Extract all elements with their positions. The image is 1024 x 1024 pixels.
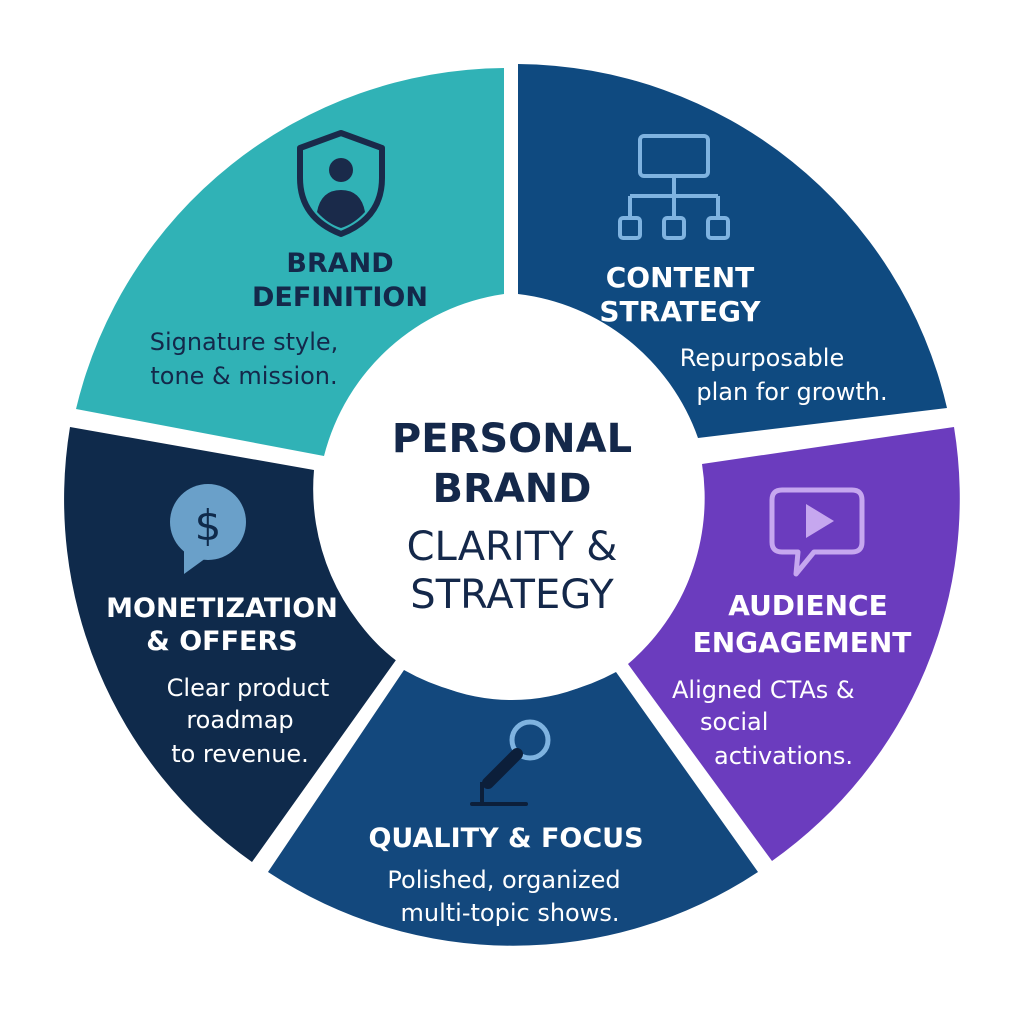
hierarchy-icon [618, 134, 730, 240]
quality-focus-title: QUALITY & FOCUS [368, 823, 643, 854]
audience-engagement-title-line2: ENGAGEMENT [693, 626, 912, 659]
center-circle [322, 320, 702, 700]
content-strategy-title-line2: STRATEGY [599, 295, 761, 328]
audience-engagement-desc-line3: activations. [714, 742, 853, 770]
segment-audience-engagement [628, 427, 960, 861]
microphone-icon [470, 719, 551, 806]
center-subtitle-line2: STRATEGY [410, 572, 614, 618]
monetization-title-line2: & OFFERS [146, 626, 297, 657]
content-strategy-desc-line1: Repurposable [680, 344, 844, 372]
monetization-desc-line2: roadmap [186, 706, 293, 734]
center-title-line1: PERSONAL [392, 416, 632, 462]
brand-definition-title-line1: BRAND [286, 248, 393, 279]
audience-engagement-title-line1: AUDIENCE [728, 589, 887, 622]
dollar-symbol: $ [195, 501, 222, 550]
monetization-desc-line3: to revenue. [171, 740, 309, 768]
segment-quality-focus [268, 670, 758, 946]
center-subtitle-line1: CLARITY & [407, 524, 618, 570]
quality-focus-desc-line2: multi-topic shows. [401, 899, 620, 927]
audience-engagement-desc-line1: Aligned CTAs & [672, 676, 855, 704]
video-chat-icon [769, 487, 865, 577]
center-title-line2: BRAND [433, 466, 592, 512]
content-strategy-title-line1: CONTENT [606, 261, 755, 294]
dollar-chat-icon: $ [170, 484, 246, 574]
monetization-desc-line1: Clear product [167, 674, 330, 702]
monetization-title-line1: MONETIZATION [106, 593, 338, 624]
segment-content-strategy [518, 64, 947, 438]
brand-definition-desc-line1: Signature style, [150, 328, 339, 356]
segment-brand-definition [76, 68, 504, 456]
brand-definition-desc-line2: tone & mission. [150, 362, 337, 390]
content-strategy-desc-line2: plan for growth. [696, 378, 887, 406]
quality-focus-desc-line1: Polished, organized [387, 866, 620, 894]
audience-engagement-desc-line2: social [700, 708, 768, 736]
brand-definition-title-line2: DEFINITION [252, 282, 428, 313]
segment-monetization-offers [64, 427, 396, 862]
shield-person-icon [297, 130, 385, 237]
